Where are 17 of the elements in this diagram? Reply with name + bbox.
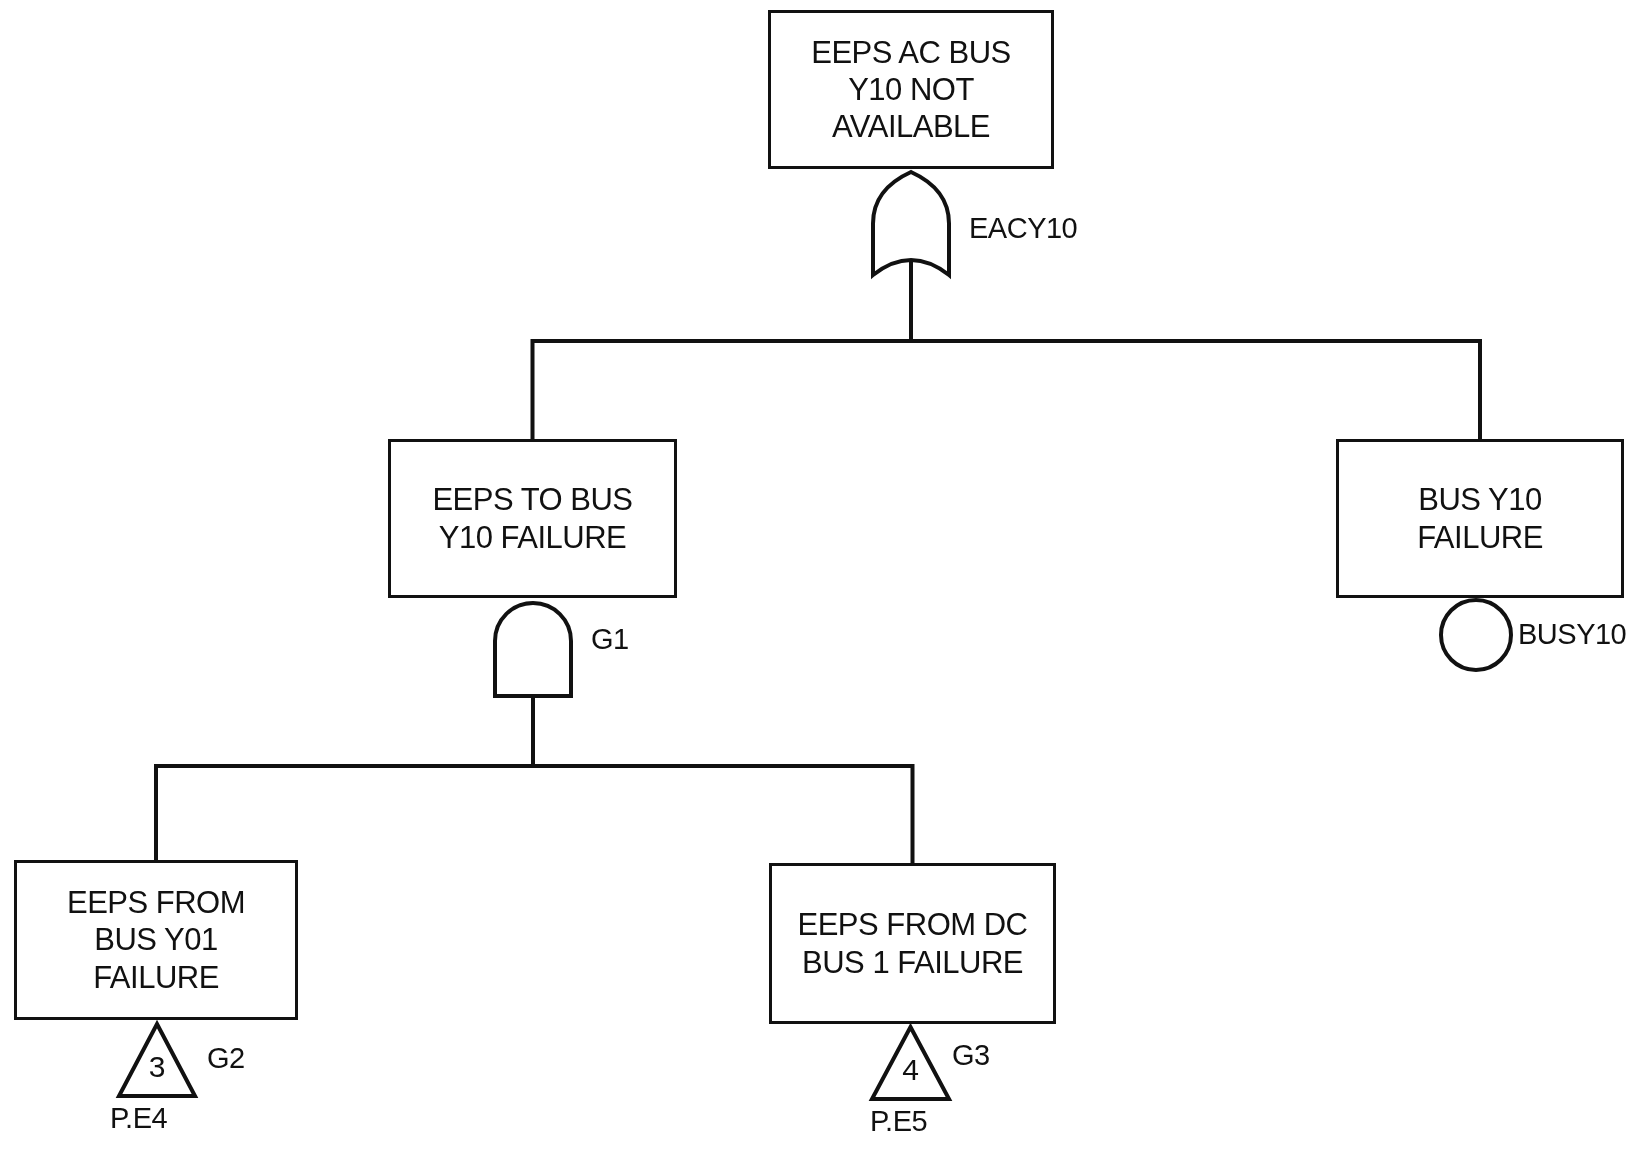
transfer-number: 3	[147, 1050, 167, 1084]
gate-label: EACY10	[969, 212, 1078, 245]
transfer-number: 4	[901, 1053, 920, 1087]
gate-label: P.E5	[870, 1105, 928, 1138]
event-text: EEPS FROM DC BUS 1 FAILURE	[796, 906, 1029, 981]
event-text: EEPS AC BUS Y10 NOT AVAILABLE	[810, 33, 1012, 146]
event-text: BUS Y10 FAILURE	[1416, 481, 1544, 556]
gate-label: BUSY10	[1518, 618, 1627, 651]
event-text: EEPS FROM BUS Y01 FAILURE	[65, 884, 247, 996]
gate-label: G3	[952, 1039, 990, 1072]
gate-label: P.E4	[110, 1102, 168, 1135]
event-box	[388, 439, 677, 598]
gate-label: G2	[207, 1042, 245, 1075]
connector-line	[531, 697, 915, 863]
event-text: EEPS TO BUS Y10 FAILURE	[431, 481, 634, 556]
event-box	[1336, 439, 1624, 598]
gate-label: G1	[591, 623, 629, 656]
